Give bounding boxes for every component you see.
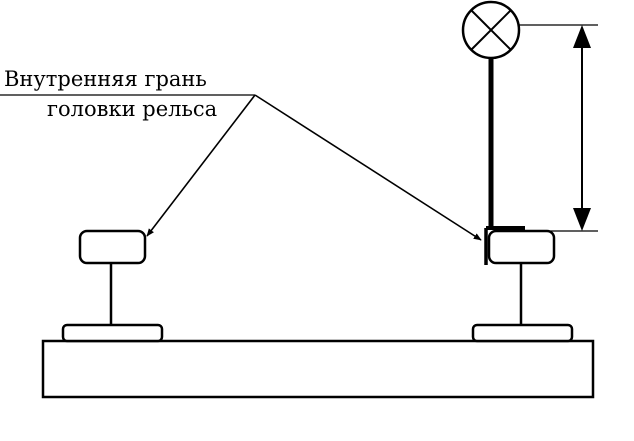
sleeper-base [41,339,595,399]
right-rail-foot [471,323,574,343]
left-rail-head [78,229,147,265]
right-rail-head [487,229,556,265]
left-rail-foot [61,323,164,343]
right-rail [471,229,574,343]
callout-leaders [0,94,482,241]
double-arrow-dimension-icon [519,24,598,232]
left-rail [61,229,164,343]
callout-label-line2: головки рельса [47,97,217,121]
measuring-rod [484,58,525,265]
leader-to-left-rail [146,94,256,237]
callout-label-line1: Внутренняя грань [4,67,207,91]
lamp-cross-circle-icon [461,0,521,60]
leader-to-right-rail [254,94,482,241]
